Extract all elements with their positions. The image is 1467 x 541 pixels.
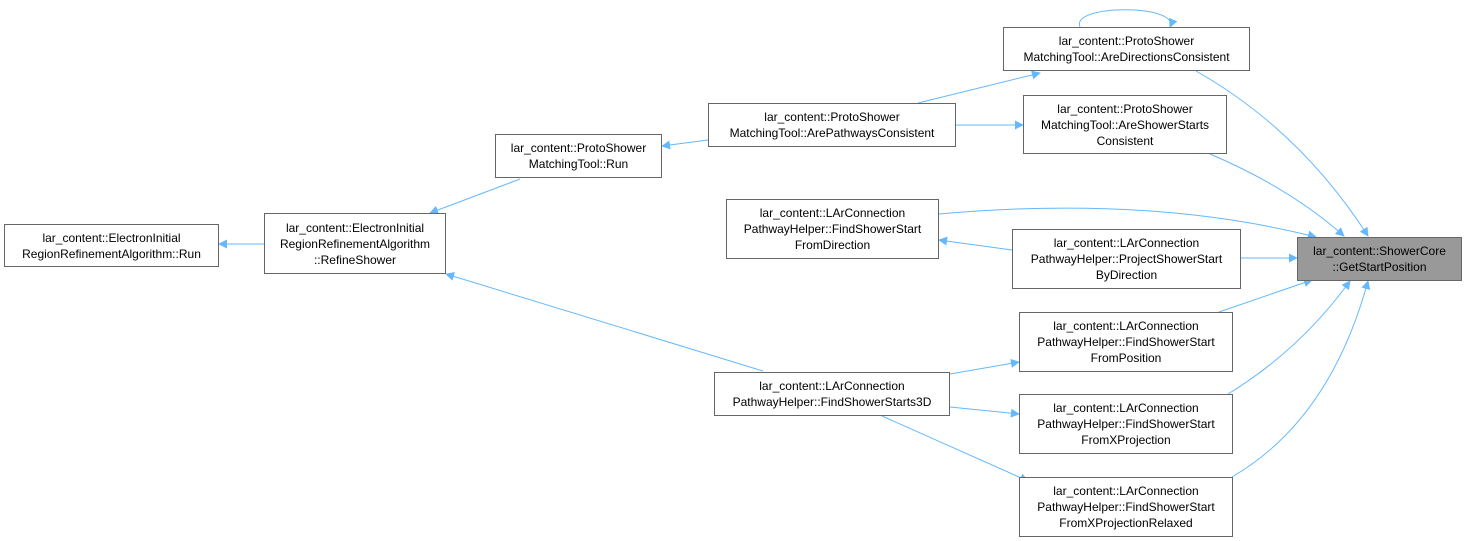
edge-find-from-position-to-starts3d	[949, 358, 1020, 375]
node-label-line: PathwayHelper::FindShowerStart	[1037, 335, 1215, 349]
node-label-line: lar_content::LArConnection	[1053, 236, 1200, 250]
node-label-line: PathwayHelper::FindShowerStart	[1037, 500, 1215, 514]
edge-find-starts3d-to-refine	[445, 272, 764, 372]
node-label-line: FromXProjection	[1081, 433, 1171, 447]
edge-find-from-xproj-to-starts3d	[949, 406, 1020, 418]
edge-are-directions-to-get-start	[1195, 70, 1369, 237]
node-electron-initial-region-run[interactable]: lar_content::ElectronInitial RegionRefin…	[4, 224, 219, 267]
edge-are-pathways-to-proto-run	[661, 139, 709, 150]
edge-find-from-xproj-to-get-start	[1227, 280, 1351, 395]
node-project-shower-start-by-direction[interactable]: lar_content::LArConnection PathwayHelper…	[1012, 229, 1241, 289]
node-label-line: lar_content::LArConnection	[1053, 484, 1199, 498]
node-label-line: Consistent	[1096, 133, 1154, 148]
node-label-line: lar_content::LArConnection	[759, 379, 905, 393]
node-label-line: ::GetStartPosition	[1332, 260, 1427, 274]
node-label-line: RegionRefinementAlgorithm::Run	[22, 246, 201, 261]
node-refine-shower[interactable]: lar_content::ElectronInitial RegionRefin…	[264, 213, 446, 274]
node-find-shower-start-from-xprojection-relaxed[interactable]: lar_content::LArConnection PathwayHelper…	[1019, 477, 1233, 537]
node-label-line: MatchingTool::AreShowerStarts	[1040, 117, 1210, 132]
node-label-line: lar_content::LArConnection	[759, 206, 906, 220]
node-label-line: MatchingTool::AreDirectionsConsistent	[1023, 50, 1230, 64]
node-find-shower-start-from-direction[interactable]: lar_content::LArConnection PathwayHelper…	[726, 199, 939, 259]
node-label-line: RegionRefinementAlgorithm	[279, 236, 431, 251]
edge-proto-run-to-refine	[429, 178, 521, 215]
node-label-line: lar_content::ShowerCore	[1313, 244, 1446, 258]
edge-are-directions-self-loop	[1079, 9, 1178, 28]
node-are-shower-starts-consistent[interactable]: lar_content::ProtoShower MatchingTool::A…	[1023, 95, 1227, 154]
node-label-line: MatchingTool::ArePathwaysConsistent	[729, 126, 935, 140]
node-label-line: FromDirection	[794, 238, 871, 252]
node-label-line: FromXProjectionRelaxed	[1059, 516, 1193, 530]
node-label-line: lar_content::LArConnection	[1053, 401, 1199, 415]
node-find-shower-start-from-position[interactable]: lar_content::LArConnection PathwayHelper…	[1019, 312, 1233, 372]
node-label-line: ::RefineShower	[313, 252, 397, 267]
node-label-line: lar_content::ProtoShower	[510, 141, 647, 155]
node-label-line: lar_content::ProtoShower	[1058, 34, 1195, 48]
edge-find-from-direction-to-get-start	[938, 207, 1317, 240]
node-shower-core-get-start-position[interactable]: lar_content::ShowerCore ::GetStartPositi…	[1297, 237, 1462, 281]
node-label-line: MatchingTool::Run	[528, 157, 629, 171]
edge-find-from-position-to-get-start	[1218, 278, 1313, 313]
node-find-shower-starts-3d[interactable]: lar_content::LArConnection PathwayHelper…	[714, 372, 950, 416]
node-label-line: lar_content::ElectronInitial	[42, 230, 181, 245]
node-label-line: PathwayHelper::FindShowerStart	[743, 222, 922, 236]
node-label-line: PathwayHelper::FindShowerStart	[1037, 417, 1215, 431]
node-label-line: FromPosition	[1090, 351, 1162, 365]
node-label-line: ByDirection	[1095, 268, 1158, 282]
edge-are-starts-to-get-start	[1209, 153, 1345, 237]
node-label-line: lar_content::LArConnection	[1053, 319, 1199, 333]
node-label-line: PathwayHelper::FindShowerStarts3D	[732, 395, 932, 409]
node-are-pathways-consistent[interactable]: lar_content::ProtoShower MatchingTool::A…	[708, 103, 956, 147]
node-label-line: PathwayHelper::ProjectShowerStart	[1030, 252, 1223, 266]
node-label-line: lar_content::ProtoShower	[1057, 101, 1193, 116]
node-are-directions-consistent[interactable]: lar_content::ProtoShower MatchingTool::A…	[1003, 27, 1250, 71]
node-find-shower-start-from-xprojection[interactable]: lar_content::LArConnection PathwayHelper…	[1019, 394, 1233, 454]
edge-are-directions-to-are-pathways	[917, 70, 1041, 104]
node-proto-shower-matching-run[interactable]: lar_content::ProtoShower MatchingTool::R…	[495, 134, 662, 178]
node-label-line: lar_content::ProtoShower	[764, 110, 900, 124]
edge-find-from-xproj-relaxed-to-starts3d	[881, 415, 1029, 482]
edge-project-to-find-from-direction	[938, 236, 1013, 251]
node-label-line: lar_content::ElectronInitial	[285, 220, 425, 235]
edge-find-from-xproj-relaxed-to-get-start	[1231, 280, 1371, 478]
